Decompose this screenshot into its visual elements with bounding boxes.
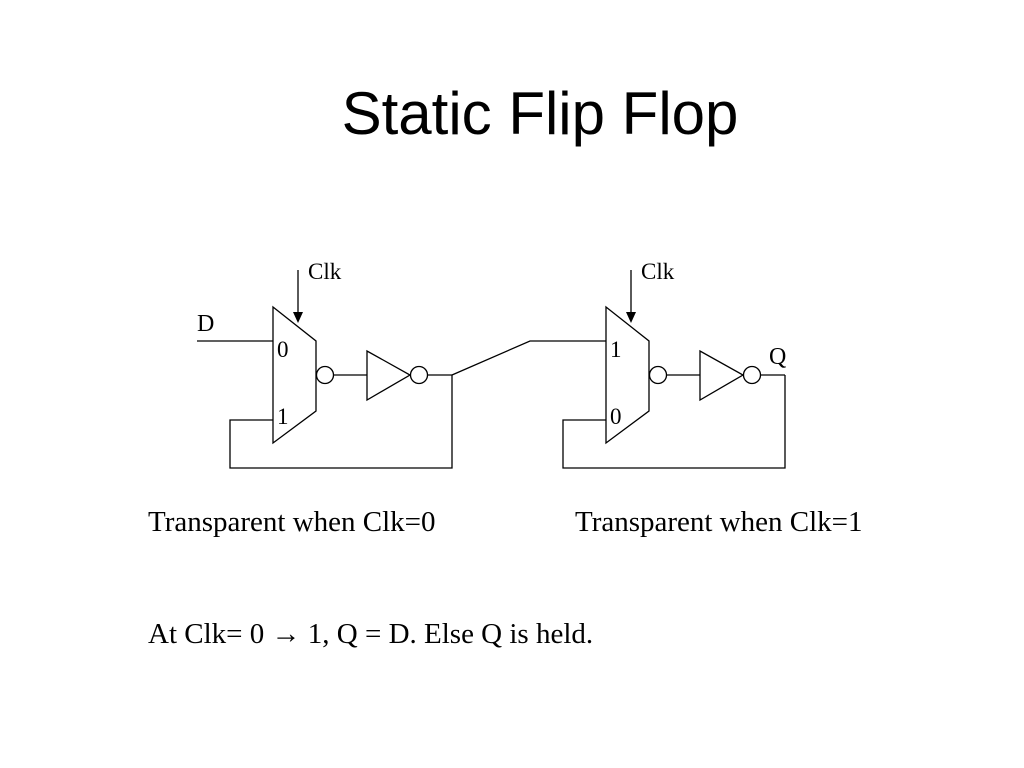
stage1-mux <box>272 305 317 445</box>
stage2-mux-inversion-bubble <box>648 365 668 385</box>
stage1-mux-input-bottom-label: 1 <box>277 404 289 429</box>
stage1-clock-arrowhead-icon <box>293 312 303 323</box>
stage1-inverter-bubble <box>409 365 429 385</box>
caption-stage1: Transparent when Clk=0 <box>148 506 436 538</box>
stage2-feedback-wire <box>562 375 786 469</box>
caption-stage2: Transparent when Clk=1 <box>575 506 863 538</box>
stage2-inverter <box>699 349 745 402</box>
behavior-note: At Clk= 0 → 1, Q = D. Else Q is held. <box>148 617 593 651</box>
stage2-latch: Clk 1 0 Q <box>562 259 786 469</box>
slide-title: Static Flip Flop <box>341 80 739 147</box>
stage2-clock-arrowhead-icon <box>626 312 636 323</box>
interstage-wire <box>451 340 606 376</box>
input-d-label: D <box>197 311 214 337</box>
stage1-feedback-wire <box>229 375 453 469</box>
stage2-mux-input-top-label: 1 <box>610 337 622 362</box>
behavior-note-suffix: 1, Q = D. Else Q is held. <box>300 618 594 650</box>
stage2-mux-input-bottom-label: 0 <box>610 404 622 429</box>
stage2-clock-label: Clk <box>641 259 675 284</box>
stage1-latch: Clk D 0 1 <box>197 259 453 469</box>
stage2-inverter-bubble <box>742 365 762 385</box>
output-q-label: Q <box>769 344 786 370</box>
stage1-clock-label: Clk <box>308 259 342 284</box>
transition-arrow-icon: → <box>271 618 301 650</box>
stage1-mux-input-top-label: 0 <box>277 337 289 362</box>
behavior-note-prefix: At Clk= 0 <box>148 618 272 650</box>
stage1-inverter <box>366 349 412 402</box>
stage1-mux-inversion-bubble <box>315 365 335 385</box>
stage2-mux <box>605 305 650 445</box>
